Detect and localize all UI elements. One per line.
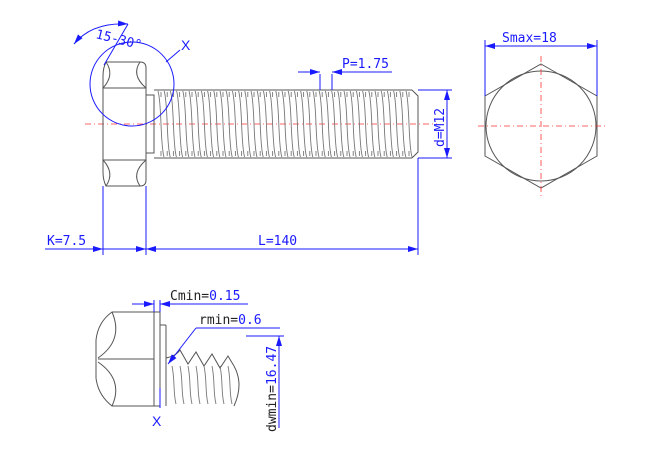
head-height-label: K=7.5 (47, 234, 86, 249)
diameter-label: d=M12 (433, 108, 448, 147)
length-label: L=140 (258, 234, 297, 249)
detail-marker-label: X (181, 37, 191, 53)
bolt-end-view: Smax=18 (478, 31, 606, 196)
dw-min-label: dwmin=16.47 (265, 346, 280, 432)
r-min-label: rmin=0.6 (199, 313, 262, 328)
thread-pattern (157, 90, 413, 158)
angle-label: 15-30° (94, 27, 143, 53)
detail-thread-pattern (171, 365, 233, 405)
detail-x-view: Cmin=0.15 rmin=0.6 dwmin=16.47 X (95, 289, 284, 432)
detail-marker-bottom: X (152, 413, 162, 429)
c-min-label: Cmin=0.15 (170, 289, 240, 304)
across-flats-label: Smax=18 (502, 31, 557, 46)
detail-circle (89, 41, 175, 127)
pitch-label: P=1.75 (342, 57, 389, 72)
bolt-side-view: X 15-30° P=1.75 d=M12 K=7.5 L=140 (45, 20, 452, 255)
bolt-tip (411, 89, 419, 159)
angle-arc (73, 20, 129, 45)
